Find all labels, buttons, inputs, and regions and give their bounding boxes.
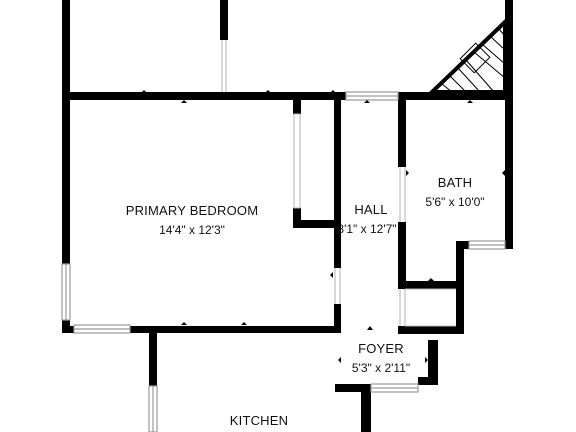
room-name-primary-bedroom: PRIMARY BEDROOM [126, 203, 259, 218]
room-name-kitchen: KITCHEN [230, 413, 288, 428]
closet-door-frame [293, 113, 301, 209]
tick-marker [181, 100, 187, 103]
room-dims-foyer: 5'3" x 2'11" [352, 361, 410, 375]
dimension-markers [141, 90, 505, 363]
wall-bedroom-left-upper [62, 92, 70, 264]
tick-marker [428, 278, 434, 281]
room-name-bath: BATH [438, 175, 473, 190]
wall-bath-left-upper [398, 92, 406, 167]
tick-marker [431, 90, 437, 93]
stair-tread [457, 67, 481, 93]
tick-marker [425, 357, 428, 363]
tick-marker [241, 322, 247, 325]
tick-marker [467, 100, 473, 103]
room-name-hall: HALL [354, 202, 387, 217]
wall-foyer-right [428, 340, 438, 385]
tick-marker [141, 90, 147, 93]
wall-bath-top [398, 92, 513, 100]
wall-foyer-left-lower [361, 384, 371, 432]
room-dims-bath: 5'6" x 10'0" [425, 195, 484, 209]
wall-closet-top [293, 100, 301, 114]
stairs [427, 17, 507, 94]
stair-landing [459, 42, 491, 74]
stair-tread [465, 59, 495, 93]
wall-bedroom-bottom [130, 326, 339, 333]
stair-tread [441, 83, 453, 93]
wall-bedroom-top [62, 92, 346, 100]
wall-bath-right-lower [456, 242, 464, 334]
tick-marker [502, 170, 505, 176]
wall-hall-left-lower [334, 304, 341, 333]
stair-tread [449, 75, 467, 93]
room-name-foyer: FOYER [358, 341, 404, 356]
tick-marker [338, 357, 341, 363]
stair-tread [489, 35, 506, 51]
room-dims-primary-bedroom: 14'4" x 12'3" [159, 223, 225, 237]
wall-top-left-vertical [62, 0, 70, 99]
wall-hall-left-overlay [334, 222, 341, 237]
room-dims-hall: 3'1" x 12'7" [337, 222, 396, 236]
wall-bath-bottom [398, 281, 464, 289]
windows [61, 91, 506, 432]
walls [62, 0, 513, 432]
wall-foyer-top [398, 326, 464, 334]
tick-marker [330, 272, 333, 278]
wall-closet-bottom [293, 208, 301, 228]
tick-marker [330, 90, 336, 93]
hall-label-backdrop [341, 214, 398, 240]
wall-foyer-right-corner [418, 377, 438, 385]
stair-tread [481, 43, 506, 65]
wall-top-closet-divider [220, 0, 228, 40]
stair-tread [497, 27, 506, 37]
wall-hall-left [334, 92, 341, 268]
wall-bath-right [505, 100, 513, 249]
wall-bath-left-lower [398, 230, 406, 288]
stairs-outline [427, 17, 507, 94]
tick-marker [181, 322, 187, 325]
wall-kitchen-left [149, 333, 157, 386]
wall-bedroom-bottom-corner [62, 326, 74, 333]
tick-marker [364, 100, 370, 103]
wall-bath-left-overlay [398, 222, 406, 237]
tick-marker [367, 326, 373, 330]
stair-tread [473, 51, 506, 79]
door-frames [221, 40, 456, 327]
wall-foyer-bottom-left [335, 384, 371, 392]
tick-marker [265, 90, 271, 93]
wall-closet-return [293, 220, 341, 228]
tick-marker [406, 170, 409, 176]
wall-bath-step [456, 241, 470, 249]
wall-top-right-vertical [505, 0, 513, 101]
